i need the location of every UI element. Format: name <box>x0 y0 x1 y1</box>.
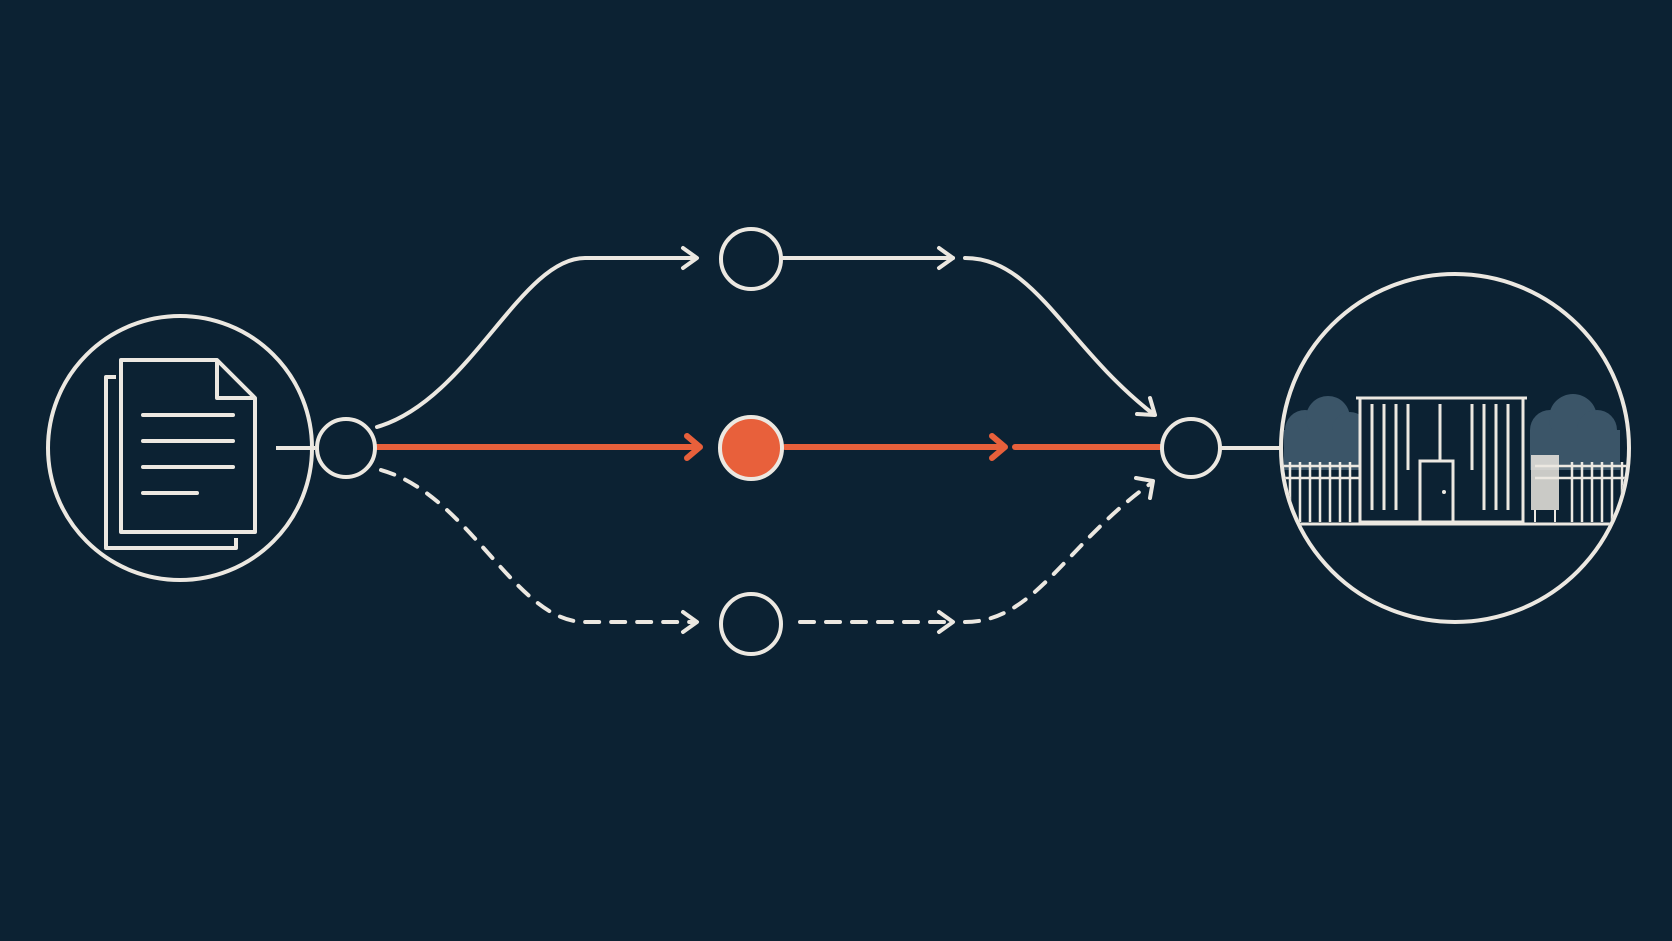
building <box>1356 396 1527 524</box>
tree-silhouette-right <box>1530 394 1620 470</box>
document-back-page <box>104 375 238 550</box>
destination-circle <box>1279 272 1631 624</box>
source-circle <box>46 314 314 582</box>
source-node <box>46 314 314 582</box>
arrowhead-lower-merge <box>1134 476 1155 500</box>
route-upper <box>375 246 1157 429</box>
tree-silhouette-left <box>1284 396 1368 470</box>
arrowhead-middle-2 <box>989 433 1008 461</box>
building-door <box>1418 459 1455 524</box>
utility-box <box>1531 455 1559 510</box>
arrowhead-lower-2 <box>937 610 955 634</box>
arrowhead-middle-1 <box>684 433 703 461</box>
route-lower <box>379 468 1155 634</box>
document-front-page <box>119 358 257 534</box>
route-upper-line <box>963 256 1154 415</box>
route-lower-line <box>379 468 695 624</box>
destination-node <box>1279 272 1631 624</box>
waypoint-upper <box>719 227 783 291</box>
split-junction <box>315 417 377 479</box>
arrowhead-upper-1 <box>681 246 699 270</box>
arrowhead-upper-merge <box>1135 396 1157 417</box>
arrowhead-lower-1 <box>681 610 699 634</box>
route-lower-line <box>963 482 1152 624</box>
door-handle <box>1442 490 1446 494</box>
arrowhead-upper-2 <box>937 246 955 270</box>
building-facility-icon <box>1283 394 1627 526</box>
document-fold <box>215 360 255 400</box>
merge-junction <box>1160 417 1222 479</box>
waypoint-middle-active <box>718 415 784 481</box>
route-upper-line <box>375 256 695 429</box>
document-stack-icon <box>104 358 257 550</box>
route-middle <box>373 433 1163 461</box>
waypoint-lower <box>719 592 783 656</box>
